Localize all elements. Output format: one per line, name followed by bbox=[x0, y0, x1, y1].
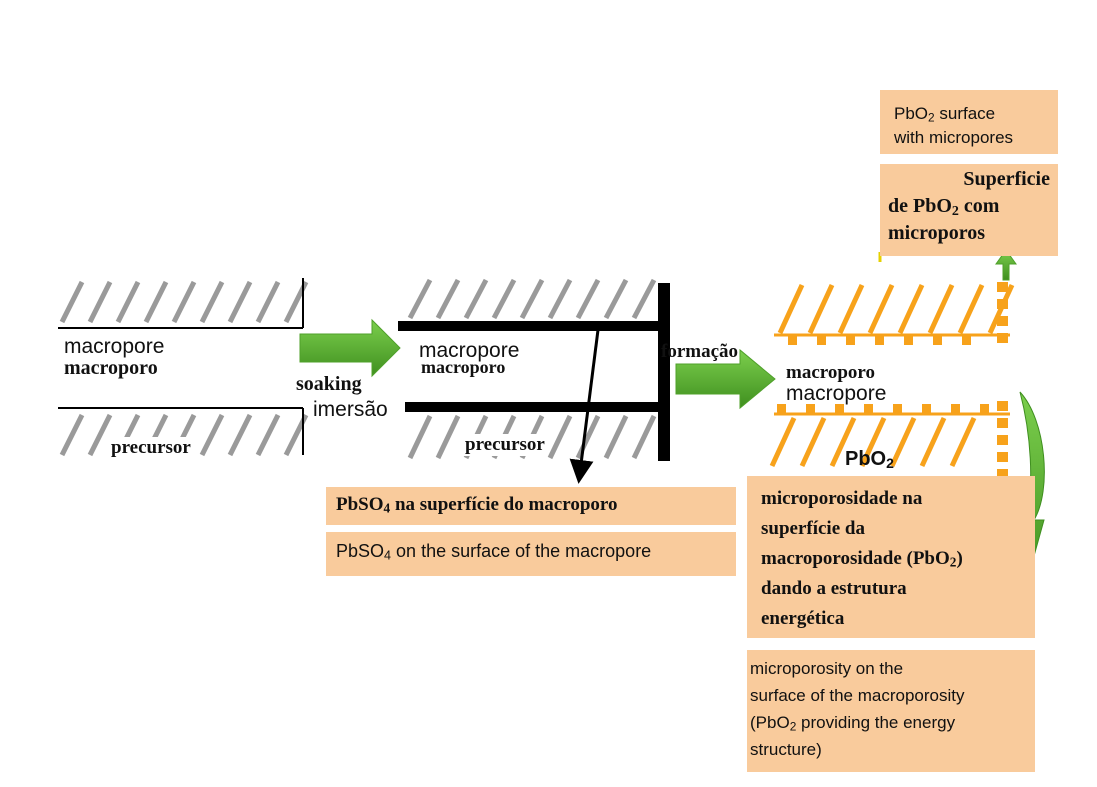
hatch-line bbox=[897, 283, 925, 335]
hatch-line bbox=[547, 278, 573, 320]
end-wall-block bbox=[997, 435, 1008, 445]
stage2-precursor-label: precursor bbox=[463, 434, 547, 456]
micropore-tooth bbox=[922, 404, 931, 413]
hatch-line bbox=[631, 414, 657, 460]
soaking-arrow bbox=[299, 318, 401, 378]
end-wall-block bbox=[997, 282, 1008, 292]
micropore-tooth bbox=[875, 336, 884, 345]
hatch-line bbox=[927, 283, 955, 335]
hatch-line bbox=[575, 414, 601, 460]
hatch-line bbox=[603, 278, 629, 320]
hatch-line bbox=[491, 278, 517, 320]
end-wall-block bbox=[997, 299, 1008, 309]
stage3-macropore-label: macropore bbox=[786, 382, 887, 405]
hatch-line bbox=[777, 283, 805, 335]
micropore-tooth bbox=[788, 336, 797, 345]
stage1-bottom-wall bbox=[58, 407, 309, 457]
micropore-tooth bbox=[962, 336, 971, 345]
micro-pt-box: microporosidade na superfície da macropo… bbox=[747, 476, 1035, 638]
hatch-line bbox=[769, 416, 797, 468]
hatch-line bbox=[799, 416, 827, 468]
end-wall-block bbox=[997, 333, 1008, 343]
end-wall-block bbox=[997, 469, 1008, 479]
up-arrow bbox=[995, 249, 1017, 281]
stage2-end-wall bbox=[658, 283, 670, 461]
micropore-tooth bbox=[777, 404, 786, 413]
hatch-line bbox=[807, 283, 835, 335]
end-wall-block bbox=[997, 418, 1008, 428]
hatch-line bbox=[59, 413, 85, 457]
hatch-line bbox=[435, 414, 461, 460]
soaking-label: soaking bbox=[296, 373, 362, 395]
hatch-line bbox=[255, 413, 281, 457]
micropore-tooth bbox=[951, 404, 960, 413]
hatch-line bbox=[435, 278, 461, 320]
hatch-line bbox=[631, 278, 657, 320]
hatch-line bbox=[87, 413, 113, 457]
micropore-tooth bbox=[817, 336, 826, 345]
end-wall-block bbox=[997, 316, 1008, 326]
micropore-tooth bbox=[893, 404, 902, 413]
stage1-top-wall bbox=[58, 278, 309, 329]
imersao-label: imersão bbox=[313, 398, 388, 422]
hatch-line bbox=[227, 280, 253, 324]
stage2-macroporo-label: macroporo bbox=[421, 357, 506, 377]
hatch-line bbox=[547, 414, 573, 460]
end-wall-block bbox=[997, 401, 1008, 411]
stage3-bottom-wall bbox=[769, 404, 1010, 468]
hatch-line bbox=[889, 416, 917, 468]
micropore-tooth bbox=[806, 404, 815, 413]
hatch-line bbox=[143, 280, 169, 324]
surface-pt-box: Superficie de PbO2 com microporos bbox=[880, 164, 1058, 256]
hatch-line bbox=[859, 416, 887, 468]
pbso4-pt-box: PbSO4 na superfície do macroporo bbox=[326, 487, 736, 525]
pbo2-label: PbO2 bbox=[845, 448, 894, 471]
micropore-tooth bbox=[933, 336, 942, 345]
hatch-line bbox=[199, 413, 225, 457]
stage3-top-wall bbox=[774, 283, 1015, 345]
hatch-line bbox=[407, 414, 433, 460]
stage2-top-wall bbox=[398, 278, 668, 331]
pbso4-pointer-arrow bbox=[569, 329, 600, 484]
hatch-line bbox=[87, 280, 113, 324]
hatch-line bbox=[837, 283, 865, 335]
micropore-tooth bbox=[846, 336, 855, 345]
hatch-line bbox=[407, 278, 433, 320]
stage1-macropore-label: macropore bbox=[64, 335, 165, 358]
formation-arrow bbox=[675, 348, 776, 410]
hatch-line bbox=[227, 413, 253, 457]
hatch-line bbox=[519, 278, 545, 320]
end-wall-block bbox=[997, 452, 1008, 462]
stage1-precursor-label: precursor bbox=[109, 437, 193, 459]
hatch-line bbox=[463, 278, 489, 320]
stage3-macroporo-label: macroporo bbox=[786, 362, 876, 383]
stage3-end-wall bbox=[997, 282, 1008, 479]
hatch-line bbox=[919, 416, 947, 468]
micropore-tooth bbox=[864, 404, 873, 413]
hatch-line bbox=[575, 278, 601, 320]
hatch-line bbox=[829, 416, 857, 468]
stage1-macroporo-label: macroporo bbox=[64, 357, 158, 379]
hatch-line bbox=[949, 416, 977, 468]
hatch-line bbox=[171, 280, 197, 324]
micropore-tooth bbox=[980, 404, 989, 413]
hatch-line bbox=[957, 283, 985, 335]
hatch-line bbox=[603, 414, 629, 460]
hatch-line bbox=[867, 283, 895, 335]
stage2-macropore-label: macropore bbox=[419, 339, 520, 362]
micro-en-box: microporosity on the surface of the macr… bbox=[747, 650, 1035, 772]
hatch-line bbox=[199, 280, 225, 324]
hatch-line bbox=[59, 280, 85, 324]
hatch-line bbox=[255, 280, 281, 324]
micropore-tooth bbox=[904, 336, 913, 345]
micropore-tooth bbox=[835, 404, 844, 413]
formacao-label: formação bbox=[661, 341, 739, 362]
surface-en-box: PbO2 surface with micropores bbox=[880, 90, 1058, 154]
hatch-line bbox=[115, 280, 141, 324]
pbso4-en-box: PbSO4 on the surface of the macropore bbox=[326, 532, 736, 576]
